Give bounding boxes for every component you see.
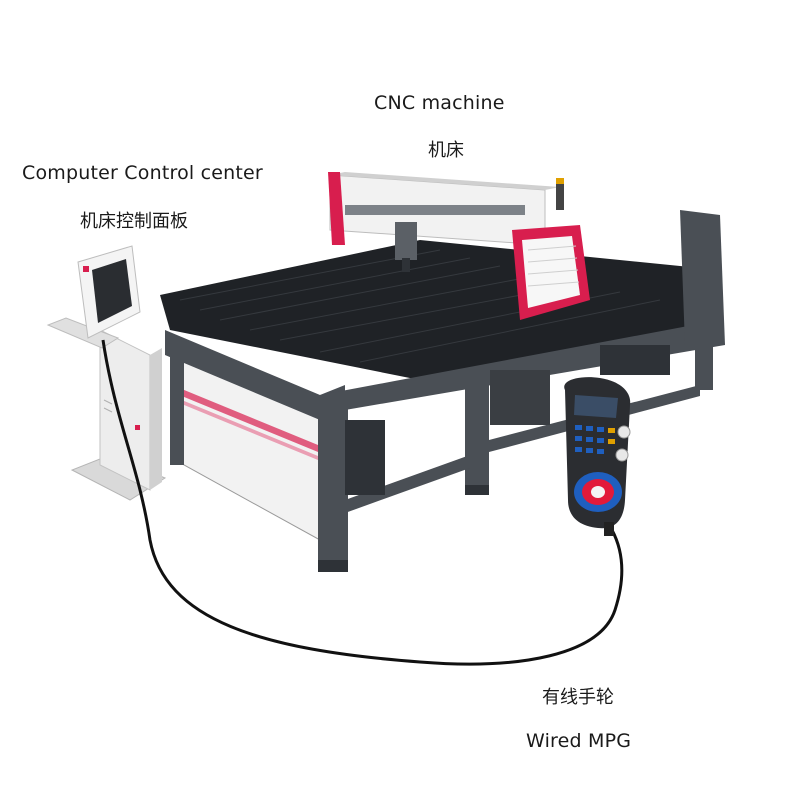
console-terminal-icon [46,245,167,501]
cnc-machine-label-cn: 机床 [428,140,464,161]
control-center-label-en: Computer Control center [22,162,263,184]
mpg-label-en: Wired MPG [526,730,632,752]
mpg-cable [101,339,624,666]
cnc-machine-label-en: CNC machine [374,92,505,114]
control-center-label-cn: 机床控制面板 [80,211,188,232]
mpg-label-cn: 有线手轮 [542,687,614,708]
handwheel-pendant-icon [564,377,631,536]
cnc-cutting-table-icon [160,172,725,572]
